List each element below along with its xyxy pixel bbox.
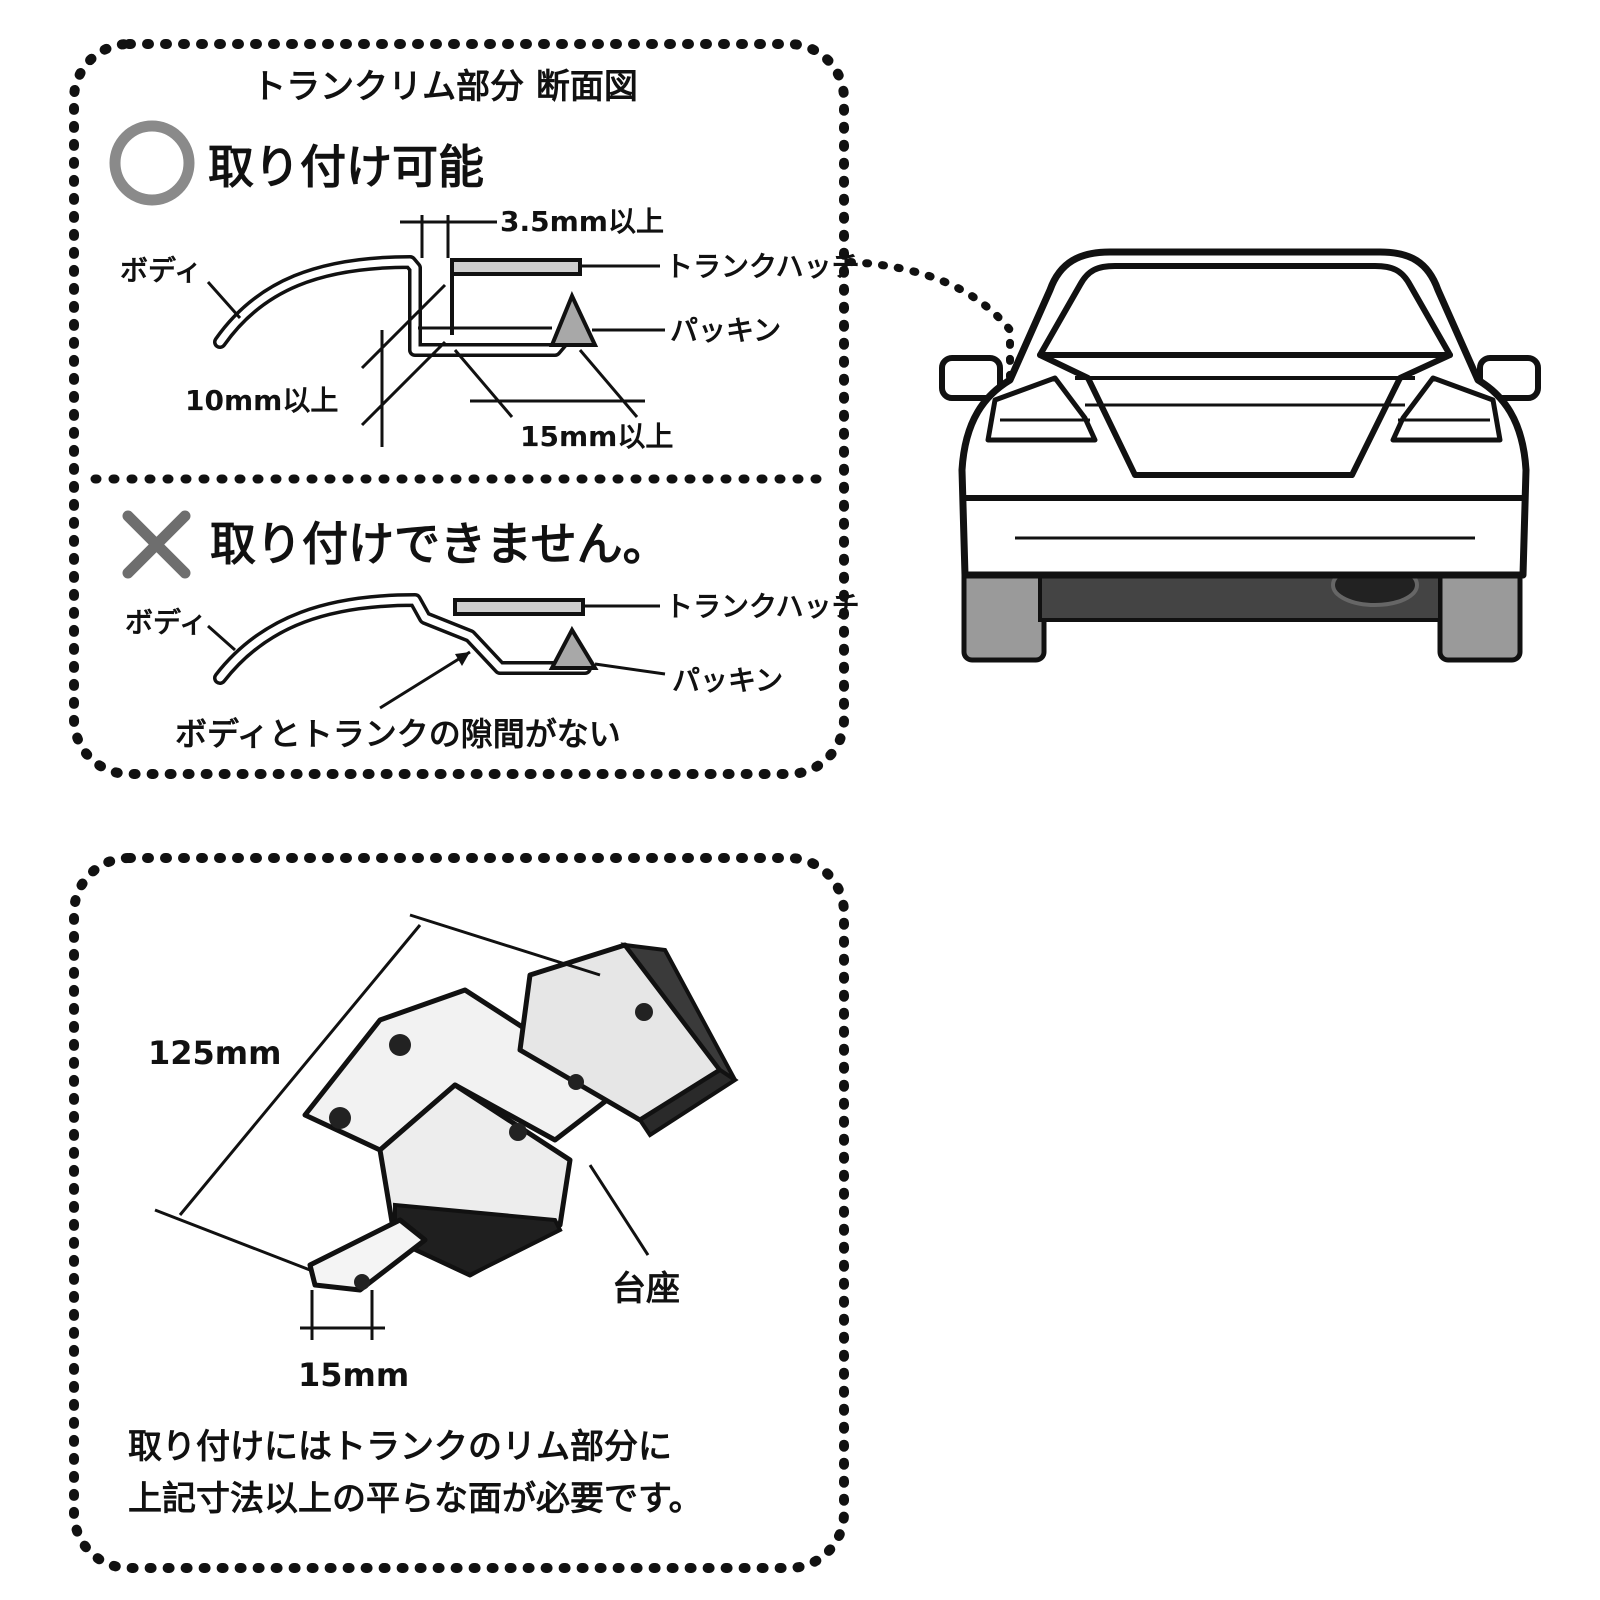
depth-dimension-label: 10mm以上 [185,384,338,417]
bolt-hole [389,1034,411,1056]
bolt-hole [635,1003,653,1021]
bolt-hole [329,1107,351,1129]
panel-title: トランクリム部分 断面図 [252,67,638,107]
bolt-hole [509,1123,527,1141]
packing-label: パッキン [670,314,781,347]
mount-base-illustration [302,942,739,1293]
gap-dimension-label: 3.5mm以上 [500,205,664,238]
trunk-hatch-shape [450,258,582,276]
rear-window [1037,263,1453,358]
panel-dotted-border [69,39,849,779]
ng-packing-shape [548,625,599,670]
right-tail-light [1390,375,1503,443]
car-rear-illustration [939,248,1541,663]
ng-heading: 取り付けできません。 [210,517,669,571]
left-mirror [939,355,1003,401]
ng-trunk-hatch-shape [453,598,585,616]
bolt-hole [568,1074,584,1090]
base-dimension-panel: 125mm 15mm 台座 取り付けにはトランクのリム部分に 上記寸法以上の平ら… [69,853,849,1573]
width-dimension-label: 15mm以上 [520,420,673,453]
ng-body-label: ボディ [125,606,207,639]
left-tail-light [985,375,1098,443]
note-line-1: 取り付けにはトランクのリム部分に [128,1427,672,1467]
length-dimension-label: 125mm [148,1034,281,1072]
cross-ng-icon [122,510,191,579]
cross-section-panel: トランクリム部分 断面図 取り付け可能 3.5mm以上 10mm以上 [69,39,860,779]
ok-heading: 取り付け可能 [208,140,484,194]
ng-hatch-label: トランクハッチ [665,590,860,623]
ng-gap-note: ボディとトランクの隙間がない [175,715,621,753]
packing-shape [549,291,599,347]
bolt-hole [354,1274,370,1290]
ng-packing-label: パッキン [672,664,783,697]
body-label: ボディ [120,254,202,287]
width-dimension-label: 15mm [298,1356,409,1394]
hatch-label: トランクハッチ [665,250,860,283]
panel-dotted-border [69,853,849,1573]
note-line-2: 上記寸法以上の平らな面が必要です。 [128,1479,703,1519]
circle-ok-icon [109,120,195,206]
ok-section: 取り付け可能 3.5mm以上 10mm以上 15mm以上 [109,120,860,453]
base-label: 台座 [612,1269,680,1309]
ng-section: 取り付けできません。 ボディ トランクハッチ パッキン ボディとトランクの隙間が… [122,510,860,753]
